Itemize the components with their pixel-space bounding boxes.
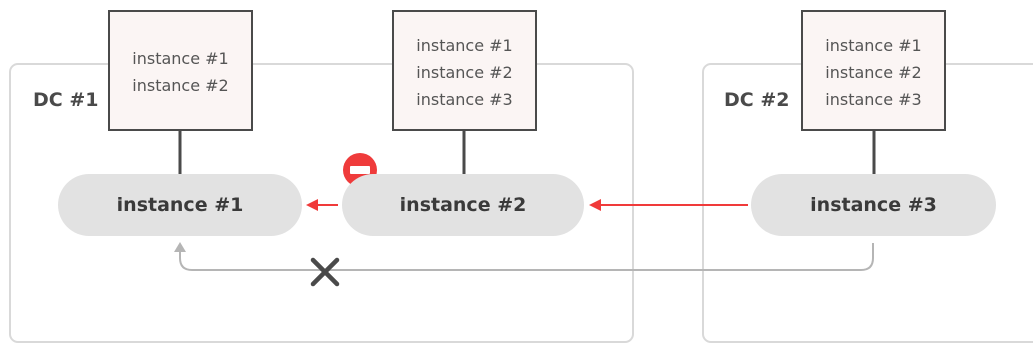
arrow-node3-to-node2 — [589, 199, 748, 211]
routing-table-3-entry-2: instance #2 — [825, 63, 922, 82]
routing-table-2-entry-2: instance #2 — [416, 63, 513, 82]
routing-table-2-entry-3: instance #3 — [416, 90, 513, 109]
instance-node-3: instance #3 — [751, 174, 996, 236]
routing-table-1-entry-2: instance #2 — [132, 76, 229, 95]
routing-table-3-entry-1: instance #1 — [825, 36, 922, 55]
routing-table-3-entry-3: instance #3 — [825, 90, 922, 109]
arrow-node2-to-node1 — [306, 199, 338, 211]
instance-node-3-label: instance #3 — [810, 194, 937, 216]
datacenter-2-label: DC #2 — [724, 89, 790, 111]
datacenter-1-label: DC #1 — [33, 89, 99, 111]
instance-node-2: instance #2 — [342, 174, 584, 236]
routing-table-1-entry-1: instance #1 — [132, 49, 229, 68]
blocked-path — [174, 242, 874, 271]
routing-table-2: instance #1 instance #2 instance #3 — [392, 10, 537, 131]
instance-node-1: instance #1 — [58, 174, 302, 236]
routing-table-3: instance #1 instance #2 instance #3 — [801, 10, 946, 131]
instance-node-1-label: instance #1 — [116, 194, 244, 216]
x-mark-icon — [310, 257, 340, 287]
routing-table-2-entry-1: instance #1 — [416, 36, 513, 55]
instance-node-2-label: instance #2 — [399, 194, 527, 216]
routing-table-1: instance #1 instance #2 — [108, 10, 253, 131]
